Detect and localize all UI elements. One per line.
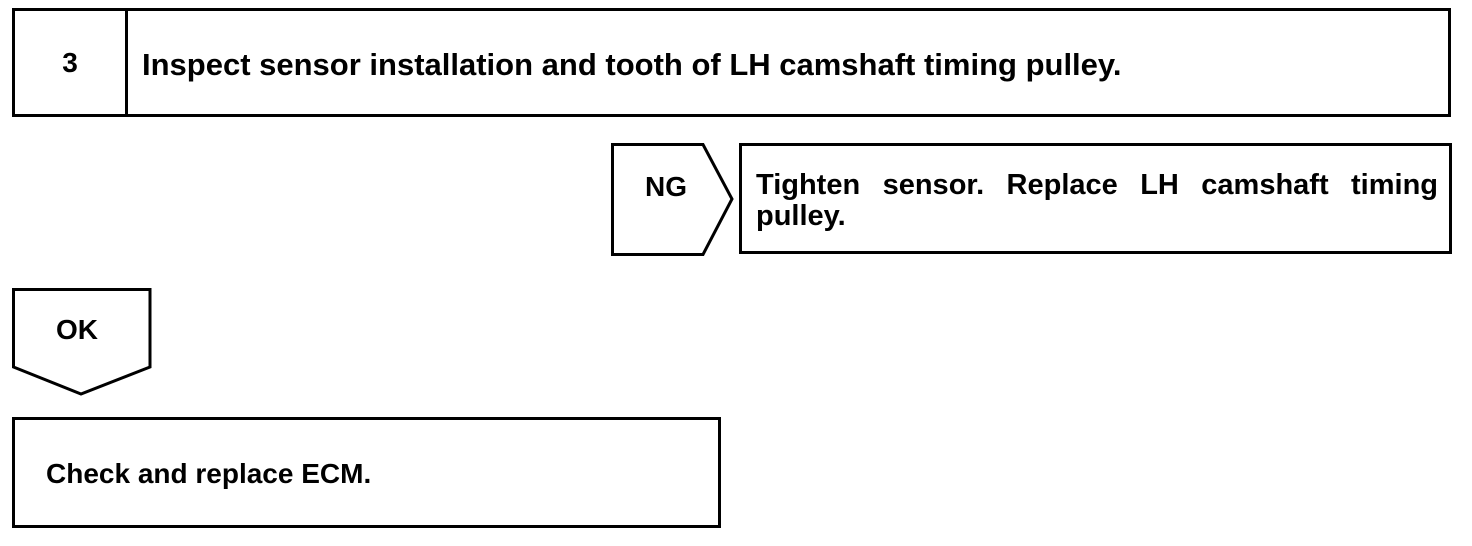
ok-label: OK: [56, 314, 98, 345]
ok-arrow-shape: [12, 288, 152, 396]
ng-result-text: Tighten sensor. Replace LH camshaft timi…: [756, 169, 1438, 232]
ng-result-box: Tighten sensor. Replace LH camshaft timi…: [739, 143, 1452, 254]
step-header-box: 3 Inspect sensor installation and tooth …: [12, 8, 1451, 117]
step-title: Inspect sensor installation and tooth of…: [142, 47, 1122, 82]
final-action-box: Check and replace ECM.: [12, 417, 721, 528]
final-action-text: Check and replace ECM.: [46, 458, 372, 489]
ng-label: NG: [645, 171, 687, 202]
step-number: 3: [15, 11, 128, 114]
ng-arrow-shape: [611, 143, 734, 256]
